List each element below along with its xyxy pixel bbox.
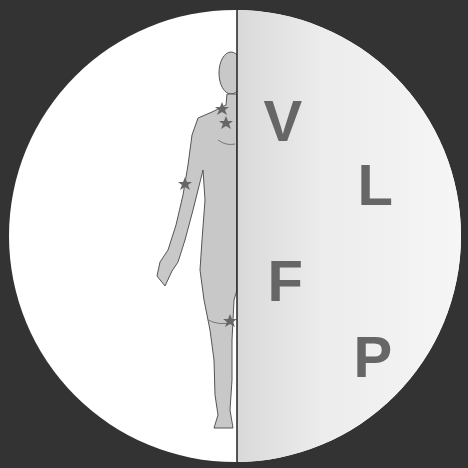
region-letter: L [358, 156, 393, 214]
shaded-half [237, 0, 468, 468]
region-letter: P [354, 328, 393, 386]
marker-stars [178, 102, 237, 327]
divider-line [236, 10, 238, 462]
region-letter: V [264, 92, 303, 150]
human-figure [157, 52, 237, 428]
region-letter: F [268, 252, 303, 310]
